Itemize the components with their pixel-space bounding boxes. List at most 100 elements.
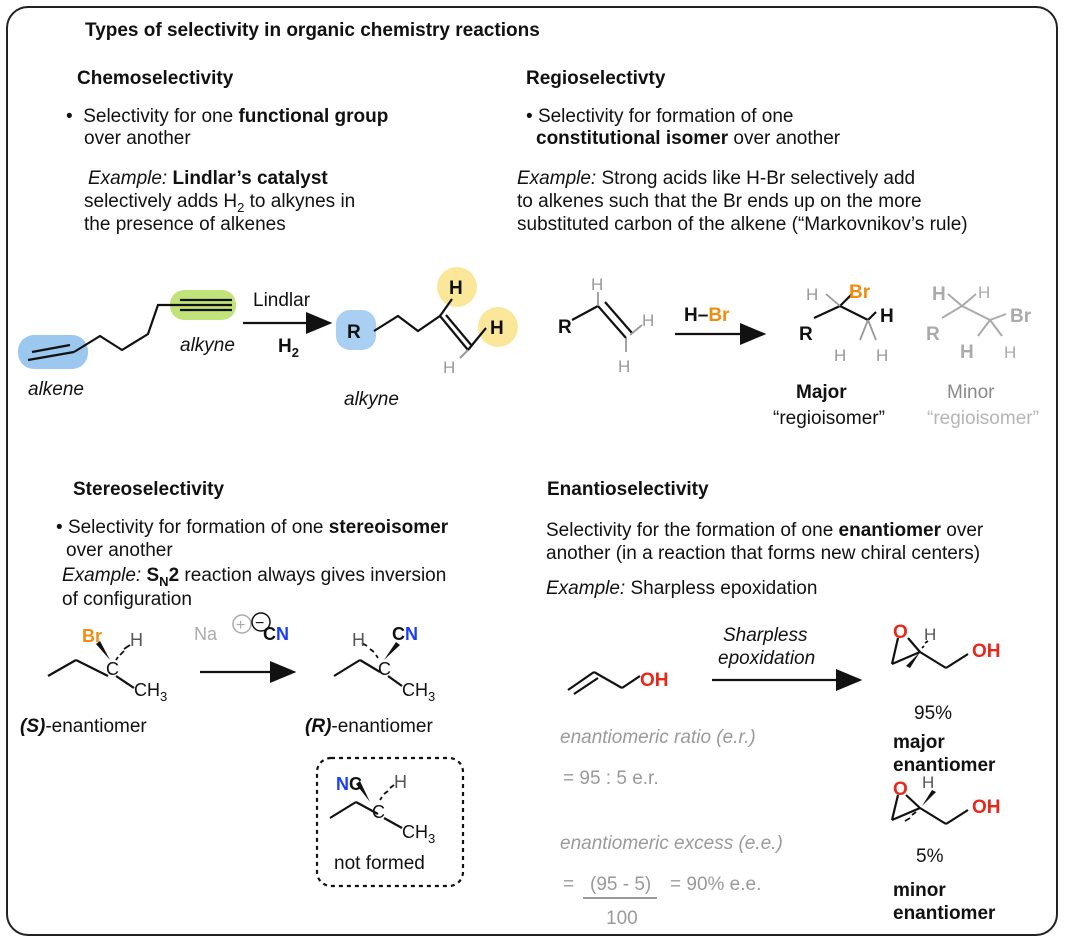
text: R [311, 716, 326, 737]
er-value: = 95 : 5 e.r. [563, 768, 659, 789]
atom-ch3: CH3 [134, 680, 167, 704]
reagent-lindlar: Lindlar [253, 290, 311, 311]
ee-label: enantiomeric excess (e.e.) [560, 833, 783, 854]
text: N [336, 774, 349, 794]
regio-heading: Regioselectivty [526, 68, 666, 89]
atom-h: H [449, 278, 463, 299]
atom-h: H [876, 346, 888, 365]
major-percent: 95% [914, 703, 953, 724]
ee-result: = 90% e.e. [670, 874, 762, 895]
atom-oh: OH [972, 641, 1001, 662]
minor-label: Minor [947, 382, 995, 403]
label-product: alkyne [344, 389, 399, 410]
minus-charge [251, 612, 271, 632]
ee-denominator: 100 [606, 908, 638, 929]
regio-line1: • Selectivity for formation of one [526, 106, 794, 128]
text: S [26, 716, 40, 737]
stereo-line1: • Selectivity for formation of one stere… [56, 517, 448, 539]
atom-h: H [880, 306, 894, 327]
text: C [349, 774, 362, 794]
text: N [405, 624, 418, 644]
text: Br [708, 305, 730, 326]
allyl-alcohol [567, 671, 641, 695]
text: reaction always gives inversion [179, 565, 447, 586]
h-highlight-2 [478, 307, 518, 347]
atom-o: O [893, 779, 908, 800]
atom-r: R [347, 322, 361, 343]
enantio-heading: Enantioselectivity [547, 479, 709, 500]
atom-br: Br [849, 282, 871, 303]
text: 2 [168, 565, 180, 586]
text: over [940, 520, 984, 541]
wedge-bond [356, 781, 370, 802]
text: N [276, 624, 289, 644]
wedge-bond [384, 642, 400, 660]
bullet: • [526, 106, 533, 127]
minor-regioisomer: “regioisomer” [927, 408, 1039, 429]
atom-h: H [922, 773, 934, 792]
minor-product [941, 293, 1007, 337]
atom-o: O [893, 622, 908, 643]
s-enantiomer-skeleton [47, 659, 135, 689]
hash-bond [904, 811, 917, 822]
subscript: 3 [428, 689, 435, 704]
example-label: Example: [88, 168, 168, 189]
product-skeleton [373, 298, 487, 351]
stereo-example-line2: of configuration [62, 589, 192, 610]
stereo-line2: over another [66, 540, 173, 561]
text: ) [39, 716, 46, 737]
diagram-title: Types of selectivity in organic chemistr… [85, 20, 540, 41]
stereo-heading: Stereoselectivity [73, 479, 225, 500]
text: selectively adds H [84, 191, 238, 212]
reagent-h2: H2 [278, 336, 299, 360]
text: – [697, 305, 709, 326]
chemo-functional-group: functional group [238, 106, 389, 127]
text: C [263, 624, 276, 644]
minus-sign: − [255, 615, 264, 632]
wedge-bond [922, 790, 936, 806]
bullet: • [66, 106, 73, 127]
subscript: N [159, 573, 169, 589]
subscript: 3 [160, 689, 167, 704]
atom-h: H [618, 357, 630, 376]
plus-sign: + [236, 617, 245, 634]
constitutional-isomer: constitutional isomer [536, 128, 729, 149]
atom-r: R [558, 317, 572, 338]
text: Selectivity for formation of one [67, 517, 329, 538]
regio-example-line3: substituted carbon of the alkene (“Marko… [517, 214, 968, 235]
label-alkyne: alkyne [180, 335, 235, 356]
text: -enantiomer [331, 716, 433, 737]
s-enantiomer-label: (S)-enantiomer [20, 716, 147, 738]
ee-numerator: (95 - 5) [590, 874, 652, 895]
plus-charge [232, 614, 252, 634]
hash-bond [921, 640, 929, 649]
not-formed-box [315, 756, 465, 888]
diagram-frame [6, 6, 1058, 936]
text: Selectivity for the formation of one [546, 520, 839, 541]
text: Sharpless epoxidation [625, 578, 818, 599]
regio-example-line2: to alkenes such that the Br ends up on t… [517, 191, 922, 212]
atom-c: C [378, 659, 391, 679]
atom-oh: OH [640, 670, 669, 691]
major-label: Major [796, 382, 847, 403]
atom-br: Br [1010, 306, 1032, 327]
text: ( [20, 716, 27, 737]
text: H [278, 336, 292, 357]
enantio-line2: another (in a reaction that forms new ch… [546, 543, 981, 564]
example-label: Example: [62, 565, 142, 586]
text: Selectivity for formation of one [537, 106, 794, 127]
r-highlight [336, 310, 376, 350]
atom-h: H [924, 625, 936, 644]
wedge-bond [96, 641, 110, 660]
text: ) [325, 716, 332, 737]
alkene-highlight [18, 335, 88, 369]
atom-h: H [443, 358, 455, 377]
enyne-skeleton [27, 298, 232, 362]
label-alkene: alkene [28, 379, 84, 400]
stereo-example-line1: Example: SN2 reaction always gives inver… [62, 565, 446, 593]
reagent-cn: CN [263, 624, 289, 644]
text: over another [728, 128, 841, 149]
chemo-heading: Chemoselectivity [77, 68, 234, 89]
reagent-hbr: H–Br [684, 305, 729, 327]
